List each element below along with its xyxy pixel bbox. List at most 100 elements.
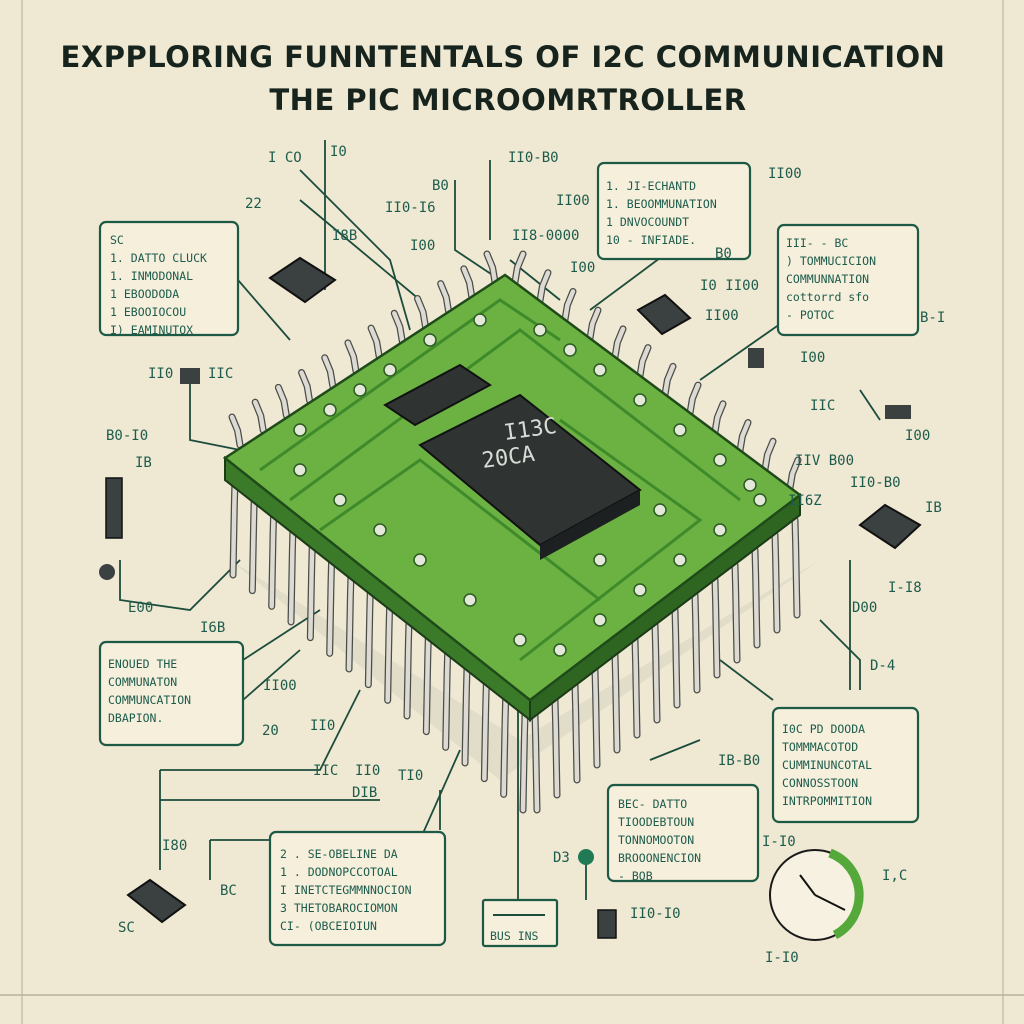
chip-pin-highlight xyxy=(537,270,551,303)
chip-pin-highlight xyxy=(612,326,626,360)
callout-line: COMMUNNATION xyxy=(786,272,869,286)
via xyxy=(563,343,577,357)
pin-label: SC xyxy=(118,920,135,936)
pin-label: II6Z xyxy=(788,493,822,509)
callout-line: TIOODEBTOUN xyxy=(618,815,694,829)
chip-pin-highlight xyxy=(230,477,238,578)
callout-line: 3 THETOBAROCIOMON xyxy=(280,901,398,915)
pin-label: 20 xyxy=(262,723,279,739)
via xyxy=(753,493,767,507)
chip-pin-highlight xyxy=(662,364,676,397)
chip-pins xyxy=(228,250,802,814)
callout-line: III- - BC xyxy=(786,236,848,250)
chip-pin-highlight xyxy=(322,355,335,388)
pin-label: I CO xyxy=(268,150,302,166)
callout-line: - POTOC xyxy=(786,308,835,322)
pin-label: II8-0000 xyxy=(512,228,579,244)
callout-line: cottorrd sfo xyxy=(786,290,869,304)
pin-label: II0-I6 xyxy=(385,200,436,216)
chip-pin-highlight xyxy=(787,457,801,491)
pin-label: II0 xyxy=(310,718,335,734)
via xyxy=(323,403,337,417)
pin-label: II00 xyxy=(263,678,297,694)
chip-pin-highlight xyxy=(308,540,315,640)
chip-pin-highlight xyxy=(229,414,243,448)
pin-label: E00 xyxy=(128,600,153,616)
pin-label: I0 II00 xyxy=(700,278,759,294)
callout-line: ENOUED THE xyxy=(108,657,177,671)
pin-label: II00 xyxy=(768,166,802,182)
via xyxy=(743,478,757,492)
pin-label: TI0 xyxy=(398,768,423,784)
callout-line: 1. DATTO CLUCK xyxy=(110,251,207,265)
chip-pin-highlight xyxy=(385,603,392,703)
chip-pin-highlight xyxy=(482,681,489,781)
pin-label: I00 xyxy=(905,428,930,444)
chip-pin-highlight xyxy=(461,266,475,300)
pin-label: II0 xyxy=(148,366,173,382)
chip-pin-highlight xyxy=(276,385,289,418)
via xyxy=(353,383,367,397)
via xyxy=(293,423,307,437)
chip-pin-highlight xyxy=(532,712,540,813)
chip-pin-highlight xyxy=(632,637,640,738)
callout-line: 1. INMODONAL xyxy=(110,269,193,283)
callout-line: BEC- DATTO xyxy=(618,797,687,811)
pin-label: II0-B0 xyxy=(508,150,559,166)
chip-pin-highlight xyxy=(712,401,726,435)
pin-label: IB xyxy=(135,455,152,471)
via xyxy=(533,323,547,337)
chip-pin-highlight xyxy=(438,281,451,314)
pin-label: II0-B0 xyxy=(850,475,901,491)
via xyxy=(633,393,647,407)
chip-pin-highlight xyxy=(652,622,660,723)
chip-pin-highlight xyxy=(346,571,354,672)
pin-label: I8B xyxy=(332,228,357,244)
callout-line: 1 DNVOCOUNDT xyxy=(606,215,689,229)
callout-line: 2 . SE-OBELINE DA xyxy=(280,847,398,861)
chip-pin-highlight xyxy=(443,650,450,750)
pin-label: I00 xyxy=(570,260,595,276)
via xyxy=(653,503,667,517)
pin-label: II00 xyxy=(705,308,739,324)
clock-icon xyxy=(769,848,864,941)
callout-line: TOMMMACOTOD xyxy=(782,740,858,754)
callout-line: CONNOSSTOON xyxy=(782,776,858,790)
callout-right-top: III- - BC ) TOMMUCICION COMMUNNATION cottor… xyxy=(776,223,920,337)
callout-line: ) TOMMUCICION xyxy=(786,254,876,268)
chip-pin-highlight xyxy=(252,399,266,433)
via xyxy=(713,523,727,537)
chip-pin-highlight xyxy=(424,634,431,734)
callout-line: 1. JI-ECHANTD xyxy=(606,179,696,193)
chip-pin-highlight xyxy=(762,439,776,472)
callout-line: COMMUNATON xyxy=(108,675,177,689)
pin-label: II0-I0 xyxy=(630,906,681,922)
pin-label: BC xyxy=(220,883,237,899)
callout-line: I) EAMINUTOX xyxy=(110,323,193,337)
via xyxy=(383,363,397,377)
pin-label: B0 xyxy=(715,246,732,262)
pin-label: 22 xyxy=(245,196,262,212)
chip-pin-highlight xyxy=(792,517,800,618)
callout-line: TONNOMOOTON xyxy=(618,833,694,847)
chip-pin-highlight xyxy=(562,289,576,322)
chip-pin-highlight xyxy=(712,577,720,678)
via xyxy=(293,463,307,477)
chip-pin-highlight xyxy=(752,547,760,648)
via xyxy=(673,423,687,437)
chip-pin-highlight xyxy=(345,340,359,374)
chip-pin-highlight xyxy=(368,325,382,359)
via xyxy=(413,553,427,567)
title-line-2: THE PIC MICROOMRTROLLER xyxy=(269,83,746,117)
chip-pin-highlight xyxy=(612,652,620,753)
callout-line: 1 EBOODODA xyxy=(110,287,179,301)
callout-line: BROOONENCION xyxy=(618,851,701,865)
pin-label: B-I xyxy=(920,310,945,326)
chip-pin-highlight xyxy=(520,712,528,813)
chip-pin-highlight xyxy=(687,382,701,416)
via xyxy=(633,583,647,597)
pin-label: IB xyxy=(925,500,942,516)
bus-label: BUS INS xyxy=(490,929,539,943)
